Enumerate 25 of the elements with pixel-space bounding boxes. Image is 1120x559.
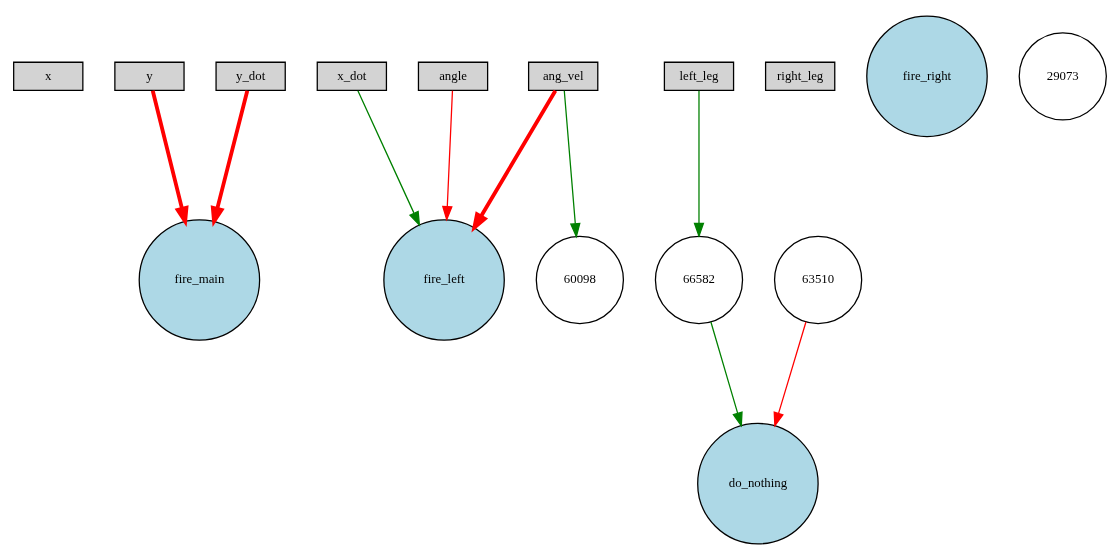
arrow	[357, 89, 421, 227]
arrow	[693, 89, 705, 238]
arrow	[563, 89, 581, 238]
node-circle: fire_right	[866, 14, 988, 137]
arrow	[773, 320, 807, 428]
node-box: x	[13, 61, 84, 91]
node-circle: 60098	[535, 235, 625, 324]
node-box: y	[114, 61, 185, 91]
node-circle: 63510	[773, 235, 863, 324]
node-circle: 66582	[654, 235, 744, 324]
arrow	[150, 89, 189, 227]
arrow	[441, 89, 454, 221]
node-box: left_leg	[663, 61, 735, 91]
node-circle: 29073	[1018, 31, 1107, 120]
node-box: x_dot	[316, 61, 388, 91]
node-box: angle	[417, 61, 489, 91]
arrow	[210, 89, 250, 227]
node-box: ang_vel	[528, 61, 599, 91]
node-circle: do_nothing	[697, 422, 819, 544]
node-box: right_leg	[764, 61, 836, 91]
arrow	[710, 320, 743, 428]
node-circle: fire_main	[138, 218, 261, 341]
node-circle: fire_left	[383, 218, 505, 341]
node-box: y_dot	[215, 61, 286, 91]
arrow	[471, 89, 558, 233]
